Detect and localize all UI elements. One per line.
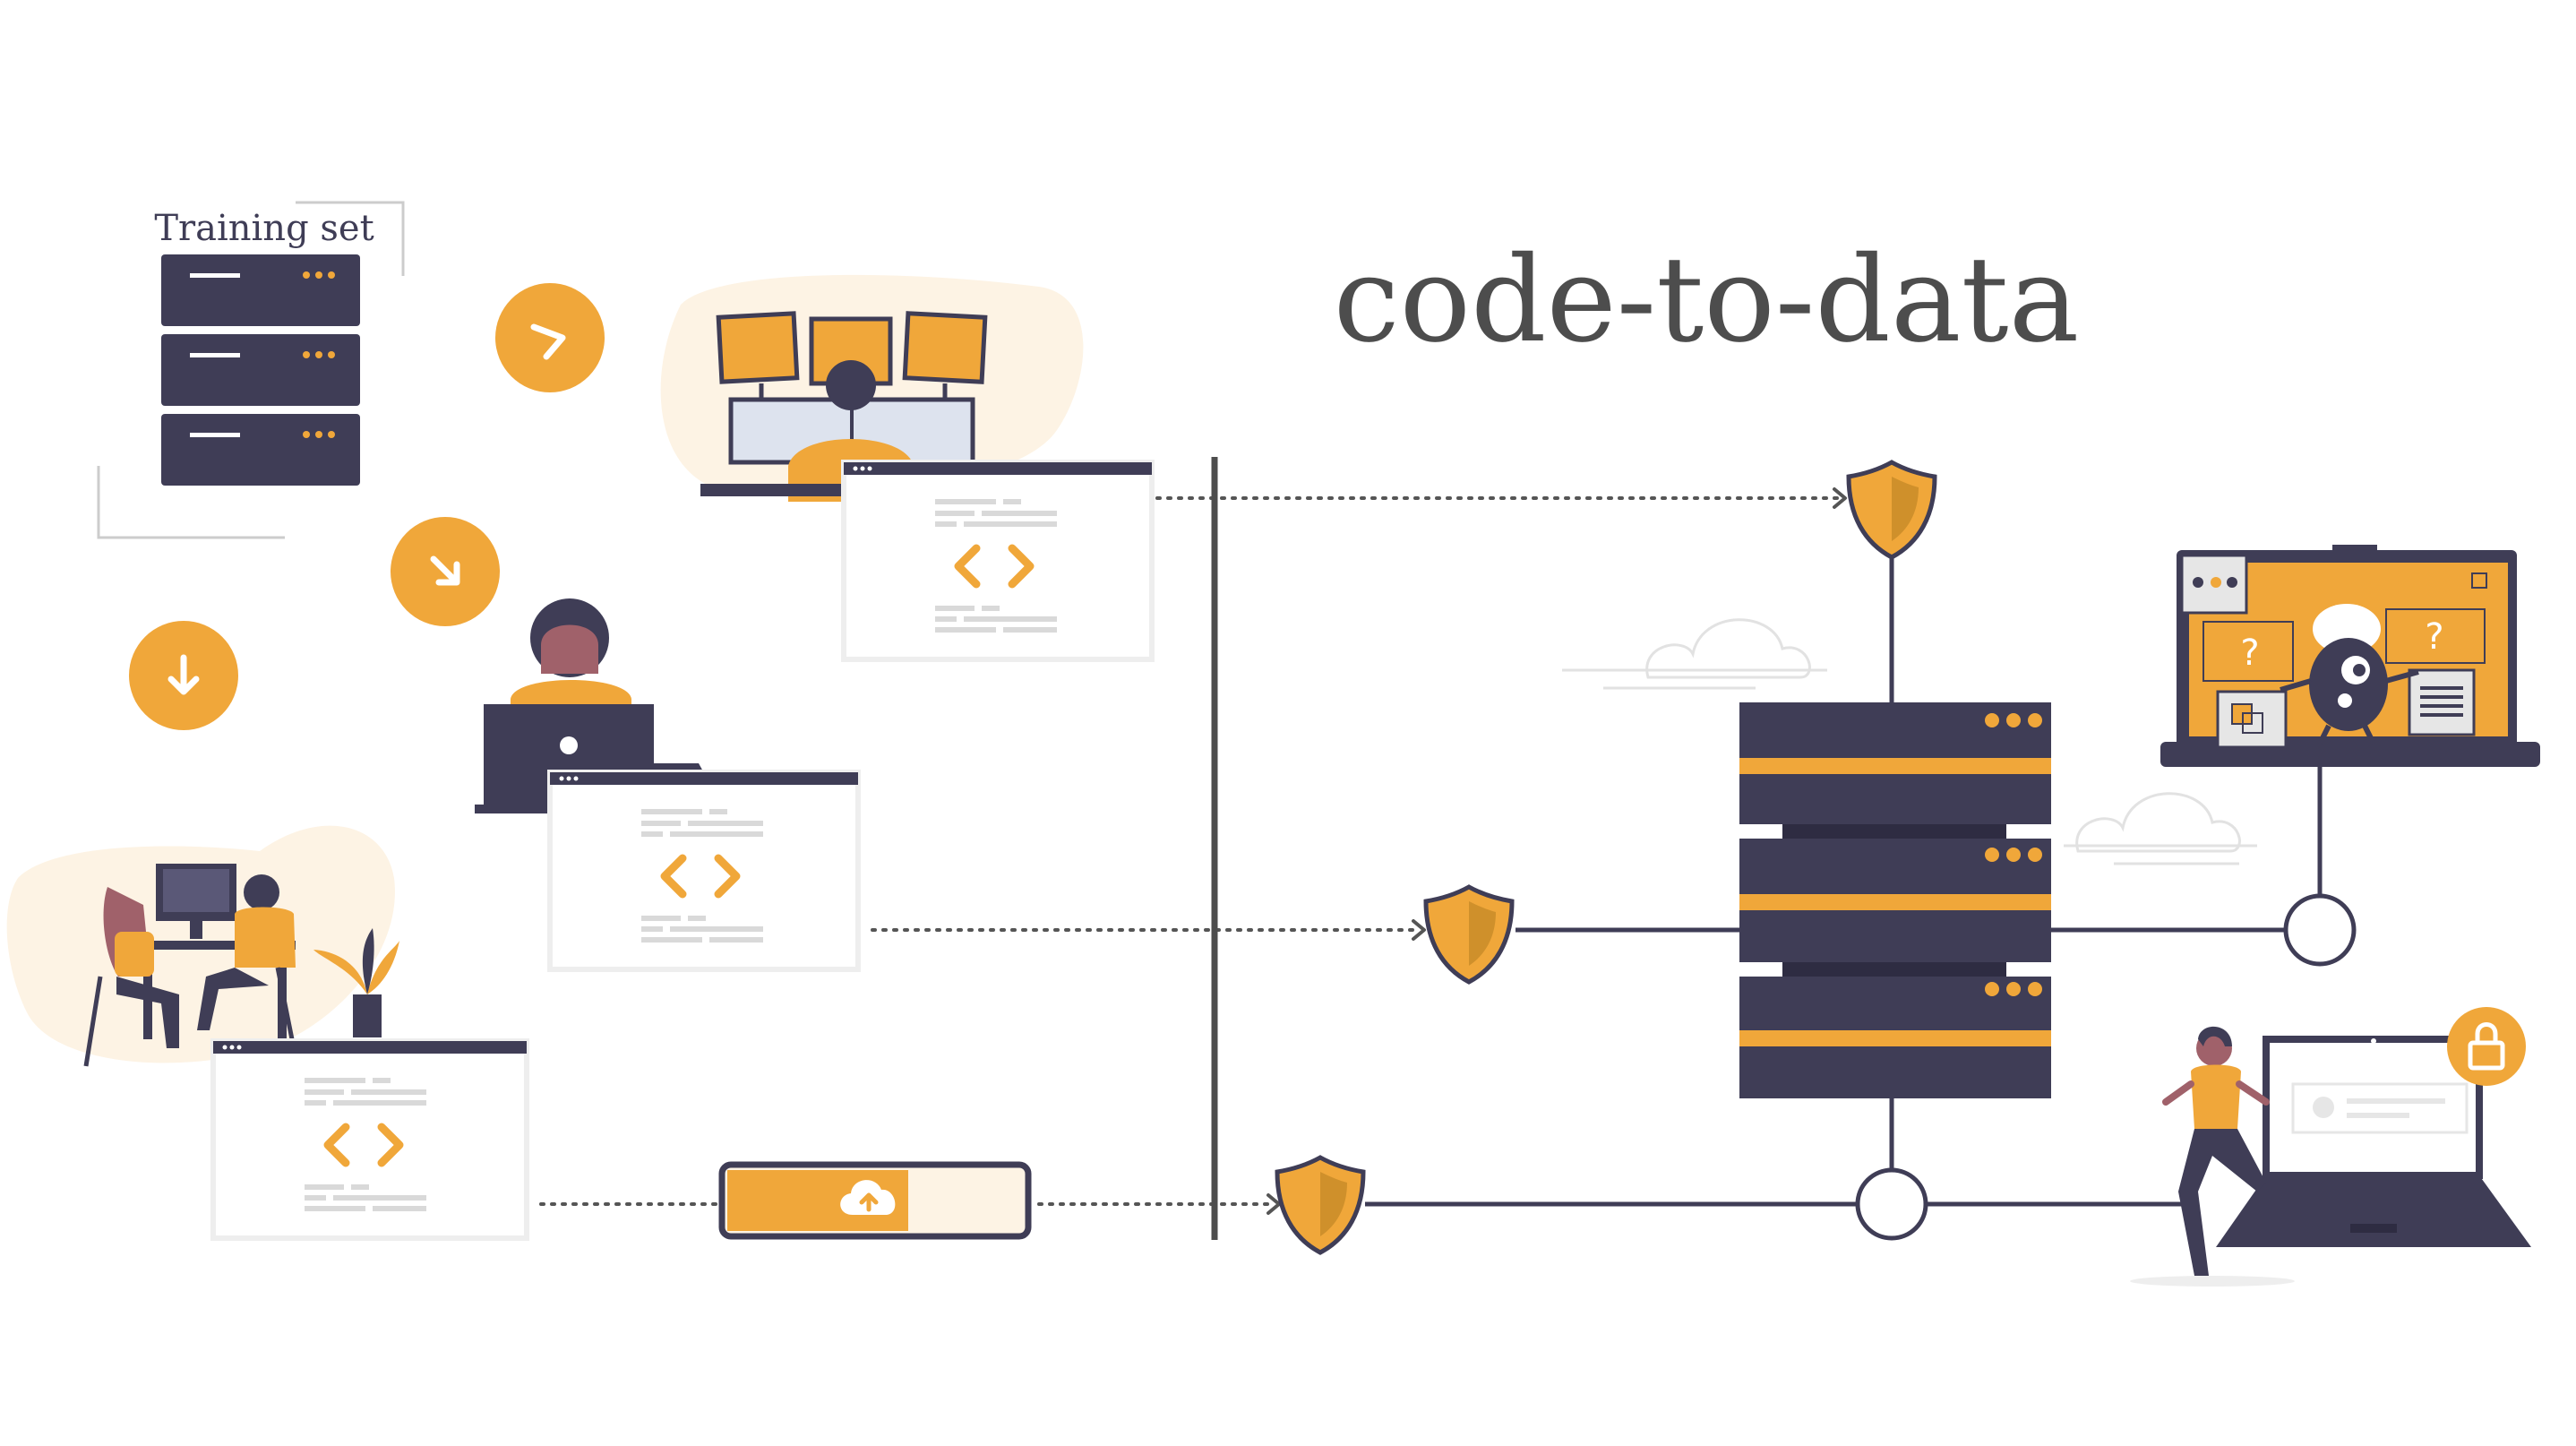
data-exploration-laptop-illustration: ? ?: [2160, 545, 2540, 767]
developer-monitors-illustration: [660, 274, 1084, 502]
svg-text:?: ?: [2240, 633, 2259, 674]
connector-node: [1855, 1167, 1928, 1241]
server-unit: [161, 334, 360, 406]
upload-progress-bar: [718, 1161, 1032, 1240]
user-laptop-illustration: [2130, 1007, 2531, 1287]
arrow-diagonal-down-icon: [391, 517, 500, 626]
code-brackets-icon: [323, 1123, 404, 1167]
code-window-middle: [547, 770, 861, 972]
arrow-down-icon: [129, 621, 238, 730]
lock-icon: [2447, 1007, 2526, 1086]
dotted-connectors: [539, 496, 1845, 1206]
shield-icon: [1846, 460, 1937, 560]
server-unit: [161, 414, 360, 486]
training-set-group: Training set: [97, 201, 405, 539]
background-clouds: [1562, 618, 2257, 865]
server-unit: [161, 254, 360, 326]
solid-connectors: [1365, 554, 2323, 1207]
code-window-top: [841, 460, 1155, 662]
svg-text:?: ?: [2425, 616, 2443, 658]
training-set-server-stack: [161, 254, 360, 486]
connector-node: [2283, 893, 2357, 967]
diagram-title: code-to-data: [1334, 231, 2080, 369]
code-brackets-icon: [660, 854, 741, 899]
data-server-stack: [1739, 702, 2051, 1098]
cloud-upload-icon: [840, 1180, 896, 1215]
training-set-bracket-bottom: [97, 466, 285, 539]
dotted-arrowheads: [1267, 487, 1847, 1215]
code-brackets-icon: [954, 544, 1035, 589]
shield-icon: [1275, 1155, 1366, 1255]
shield-icon: [1423, 884, 1515, 985]
team-desk-illustration: [6, 825, 399, 1067]
code-window-bottom: [210, 1038, 529, 1241]
arrow-diagonal-right-icon: [495, 283, 605, 392]
training-set-label: Training set: [154, 208, 374, 249]
training-set-bracket-top: [296, 201, 405, 276]
